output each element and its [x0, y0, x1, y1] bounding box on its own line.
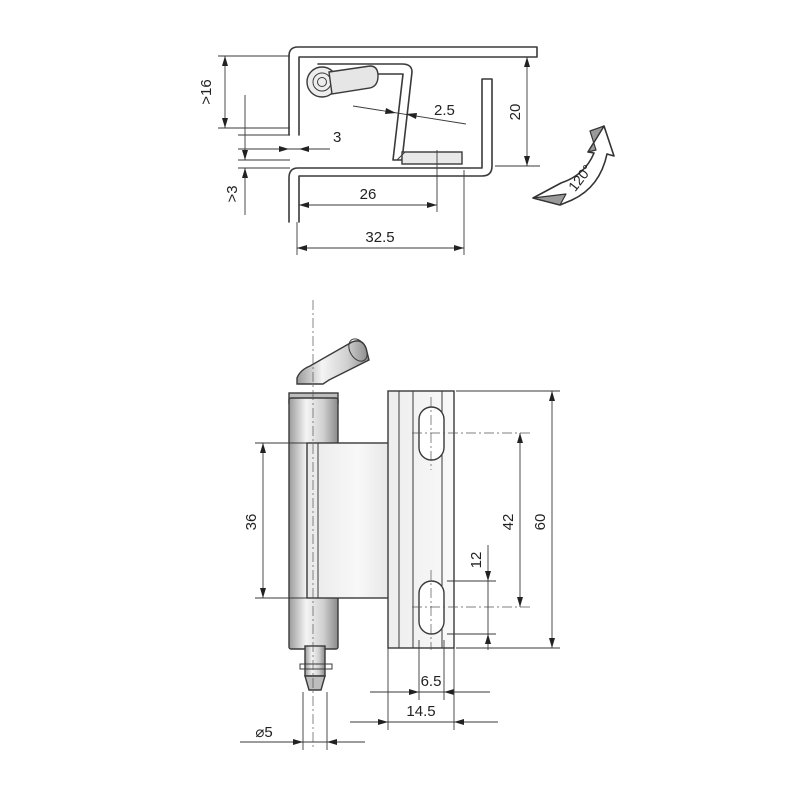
dim-gt16-label: >16: [198, 79, 215, 104]
top-frame: [288, 46, 538, 136]
dim-3-label: 3: [333, 129, 341, 146]
dim-20-label: 20: [507, 104, 524, 121]
rotation-arrow: 120°: [532, 125, 615, 206]
pad: [401, 151, 463, 165]
bent-pin: [296, 340, 370, 385]
dim-6-5-label: 6.5: [421, 673, 442, 690]
dim-dia5-label: ⌀5: [255, 724, 272, 741]
front-view: 36 42 60 12 6.5 14.5: [240, 300, 560, 750]
bottom-frame: [288, 78, 493, 223]
dim-42-label: 42: [500, 514, 517, 531]
dim-12-label: 12: [468, 552, 485, 569]
lower-slot: [418, 580, 445, 635]
bottom-pin: [304, 645, 326, 677]
dim-26-label: 26: [360, 186, 377, 203]
dim-32-5-label: 32.5: [365, 229, 394, 246]
top-view: >16 3 >3 2.5 20 26: [198, 46, 615, 255]
dim-14-5-label: 14.5: [406, 703, 435, 720]
dim-60-label: 60: [532, 514, 549, 531]
lever-pin: [328, 65, 379, 95]
dim-36-label: 36: [243, 514, 260, 531]
upper-slot: [418, 406, 445, 461]
dim-gt3-label: >3: [224, 185, 241, 202]
dim-2-5-label: 2.5: [434, 102, 455, 119]
